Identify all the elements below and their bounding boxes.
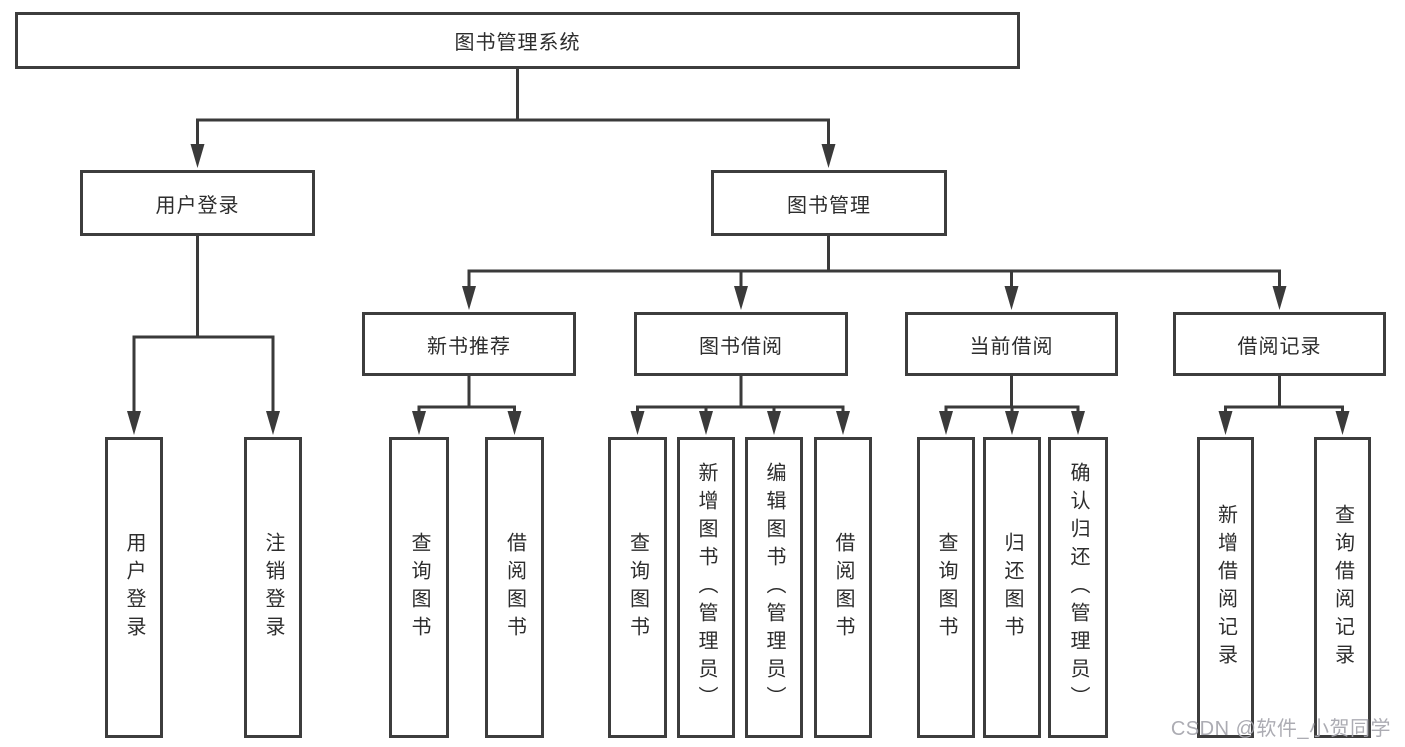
csdn-watermark: CSDN @软件_小贺同学 (1170, 718, 1391, 740)
leaf-query-books-borrow: 查询图书 (608, 437, 667, 738)
node-label: 归还图书 (1001, 531, 1023, 644)
node-label: 查询借阅记录 (1331, 503, 1354, 672)
node-book-borrowing: 图书借阅 (634, 312, 848, 376)
leaf-user-login: 用户登录 (105, 437, 163, 738)
leaf-query-books-recommend: 查询图书 (389, 437, 449, 738)
node-current-borrowing: 当前借阅 (905, 312, 1118, 376)
node-label: 新书推荐 (427, 335, 511, 358)
node-label: 图书借阅 (699, 335, 783, 358)
node-label: 借阅记录 (1237, 335, 1322, 358)
leaf-add-borrow-record: 新增借阅记录 (1197, 437, 1254, 738)
node-borrowing-records: 借阅记录 (1173, 312, 1386, 376)
node-label: 当前借阅 (969, 335, 1054, 358)
leaf-borrow-books: 借阅图书 (814, 437, 872, 738)
node-label: 编辑图书（管理员） (763, 461, 785, 714)
node-label: 查询图书 (935, 531, 957, 644)
node-label: 查询图书 (626, 531, 649, 644)
leaf-logout: 注销登录 (244, 437, 302, 738)
leaf-return-books: 归还图书 (983, 437, 1041, 738)
leaf-borrow-books-recommend: 借阅图书 (485, 437, 544, 738)
node-label: 新增图书（管理员） (695, 461, 717, 714)
node-user-login: 用户登录 (80, 170, 315, 236)
node-label: 图书管理 (787, 194, 871, 217)
node-label: 用户登录 (123, 531, 145, 644)
node-label: 注销登录 (262, 531, 284, 644)
leaf-add-books-admin: 新增图书（管理员） (677, 437, 735, 738)
node-label: 查询图书 (408, 531, 430, 644)
node-label: 借阅图书 (832, 531, 854, 644)
node-new-book-recommendation: 新书推荐 (362, 312, 576, 376)
leaf-confirm-return-admin: 确认归还（管理员） (1048, 437, 1108, 738)
node-label: 新增借阅记录 (1214, 503, 1237, 672)
node-label: 图书管理系统 (454, 32, 581, 54)
leaf-edit-books-admin: 编辑图书（管理员） (745, 437, 803, 738)
node-book-management: 图书管理 (711, 170, 947, 236)
node-library-management-system: 图书管理系统 (15, 12, 1020, 69)
leaf-query-books-current: 查询图书 (917, 437, 975, 738)
node-label: 确认归还（管理员） (1067, 461, 1089, 714)
node-label: 借阅图书 (503, 531, 526, 644)
node-label: 用户登录 (155, 194, 240, 217)
leaf-query-borrow-record: 查询借阅记录 (1314, 437, 1371, 738)
